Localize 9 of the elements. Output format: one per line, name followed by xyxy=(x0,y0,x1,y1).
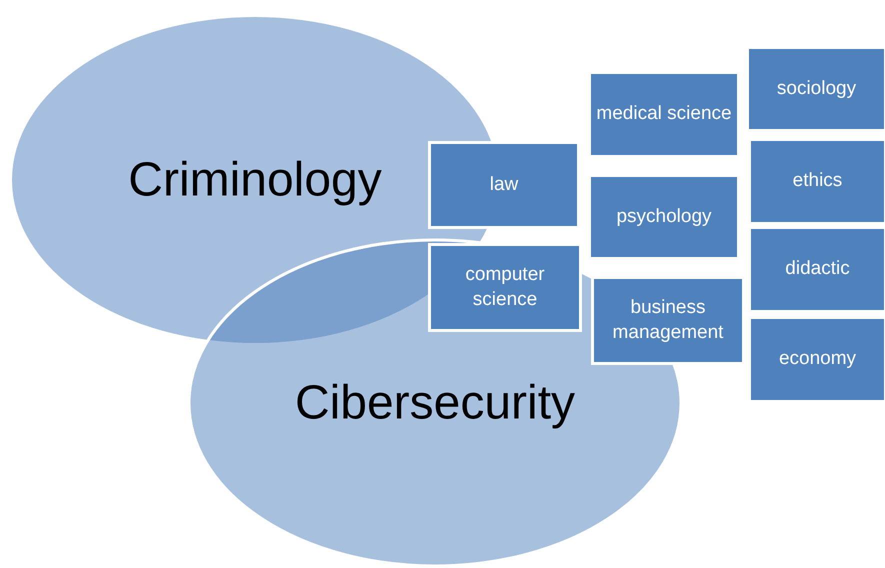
discipline-box: didactic xyxy=(748,226,885,313)
discipline-box: business management xyxy=(591,276,745,365)
discipline-box: economy xyxy=(748,316,885,403)
discipline-box: law xyxy=(428,141,580,229)
discipline-box: medical science xyxy=(588,71,740,158)
discipline-box: psychology xyxy=(588,174,740,260)
discipline-box: sociology xyxy=(746,46,885,132)
ellipse-label: Cibersecurity xyxy=(294,376,576,430)
discipline-box: ethics xyxy=(748,138,885,225)
